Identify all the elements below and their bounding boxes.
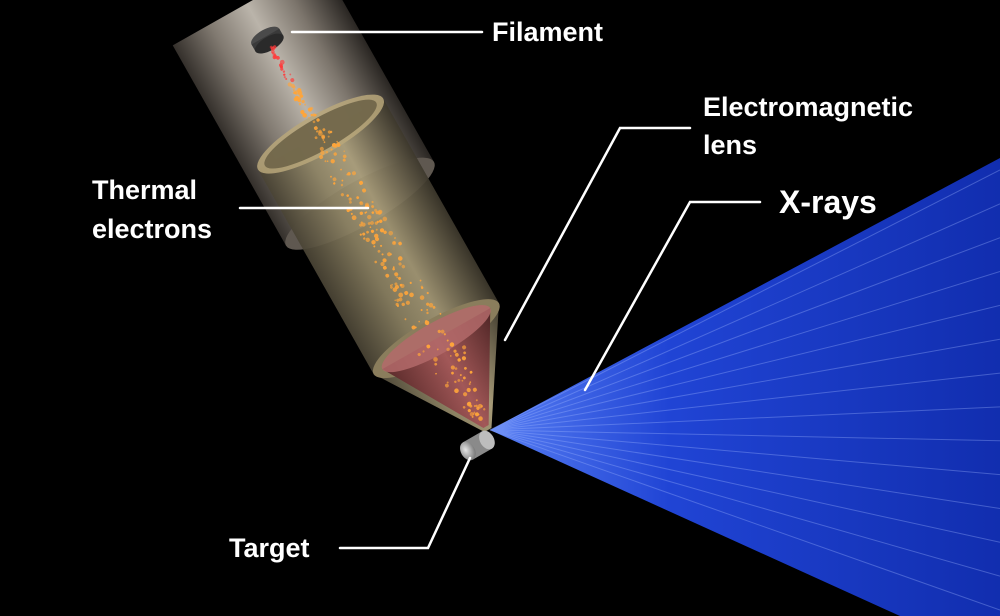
thermal-label-line2: electrons xyxy=(92,214,213,244)
thermal-electrons xyxy=(269,45,486,421)
xrays-leader-line xyxy=(583,200,762,392)
xrays-label: X-rays xyxy=(779,184,877,220)
xray-beam xyxy=(489,158,1000,616)
electromagnetic-lens xyxy=(257,94,500,432)
lens-label-line2: lens xyxy=(703,130,758,160)
filament xyxy=(251,26,284,54)
filament-label: Filament xyxy=(492,17,604,47)
thermal-label-line1: Thermal xyxy=(92,175,198,205)
target xyxy=(460,430,495,461)
target-leader-line xyxy=(338,456,472,550)
target-label: Target xyxy=(229,533,310,563)
lens-leader-line xyxy=(503,126,692,342)
lens-label-line1: Electromagnetic xyxy=(703,92,914,122)
